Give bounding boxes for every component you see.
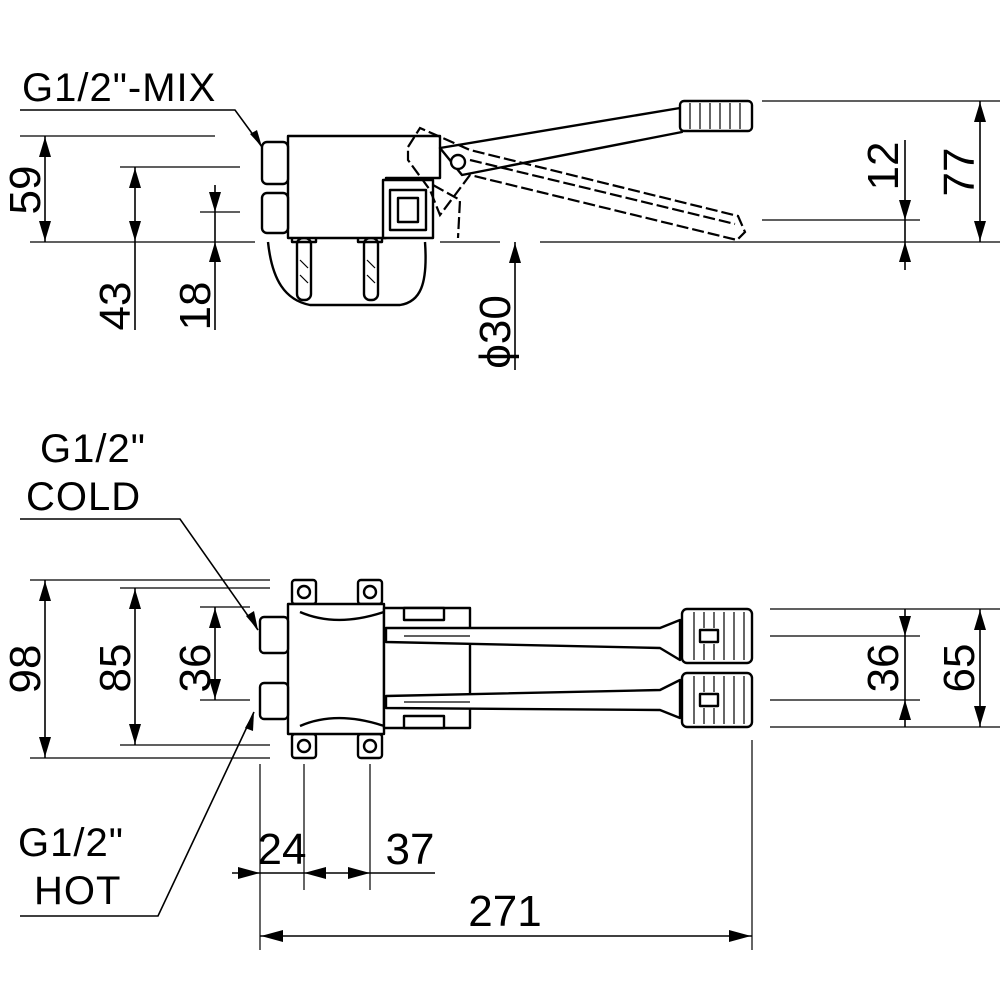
top-view: G1/2" COLD G1/2" HOT bbox=[1, 427, 1000, 950]
side-view: G1/2"-MIX bbox=[1, 66, 1000, 370]
dim-12-text: 12 bbox=[859, 142, 908, 191]
hot-connector bbox=[258, 681, 290, 721]
dim-65-text: 65 bbox=[935, 644, 984, 693]
dim-24: 24 bbox=[232, 825, 340, 879]
dim-77: 77 bbox=[935, 101, 986, 242]
dim-18-text: 18 bbox=[171, 282, 220, 331]
dim-36-right-text: 36 bbox=[859, 644, 908, 693]
mix-leader bbox=[20, 109, 263, 148]
hot-label-line1: G1/2" bbox=[18, 821, 124, 865]
supply-connector bbox=[260, 191, 290, 235]
hot-leader bbox=[20, 711, 255, 917]
dim-18: 18 bbox=[171, 185, 221, 330]
dim-65: 65 bbox=[935, 609, 986, 727]
housing-extension bbox=[382, 606, 472, 730]
dim-37: 37 bbox=[340, 825, 435, 879]
dim-59-text: 59 bbox=[1, 166, 50, 215]
pedal-lever-dashed bbox=[406, 126, 747, 242]
pedal-pad-lower bbox=[680, 671, 754, 729]
anchor-bolt-2 bbox=[356, 228, 384, 302]
hot-label-line2: HOT bbox=[34, 869, 121, 913]
cold-leader-arrow bbox=[246, 611, 258, 630]
hot-leader-arrow bbox=[245, 712, 254, 731]
dim-43: 43 bbox=[91, 167, 141, 330]
mix-label: G1/2"-MIX bbox=[22, 66, 216, 110]
anchor-bolt-1 bbox=[290, 228, 318, 302]
cold-leader bbox=[20, 518, 259, 631]
mounting-screws bbox=[290, 578, 384, 760]
cold-label-line1: G1/2" bbox=[40, 427, 146, 471]
pedal-lever-upper bbox=[384, 618, 682, 662]
dim-37-text: 37 bbox=[386, 825, 435, 874]
pedal-lever-solid bbox=[438, 99, 754, 177]
dim-98-text: 98 bbox=[1, 645, 50, 694]
dim-30-text: ϕ30 bbox=[471, 295, 520, 369]
floor-cutaway bbox=[266, 241, 427, 307]
pedal-pad-side bbox=[678, 99, 754, 133]
dim-30: ϕ30 bbox=[471, 242, 521, 370]
cartridge-block bbox=[381, 178, 462, 240]
valve-body bbox=[286, 134, 442, 240]
pedal-lever-lower bbox=[384, 678, 682, 720]
dim-59: 59 bbox=[1, 136, 51, 242]
dim-271-text: 271 bbox=[468, 887, 541, 936]
dim-43-text: 43 bbox=[91, 282, 140, 331]
dim-98: 98 bbox=[1, 580, 51, 758]
cold-connector bbox=[258, 615, 290, 655]
dim-271: 271 bbox=[260, 887, 752, 942]
dim-77-text: 77 bbox=[935, 148, 984, 197]
pedal-pad-upper bbox=[680, 607, 754, 665]
dim-36-left-text: 36 bbox=[171, 644, 220, 693]
dim-12: 12 bbox=[859, 140, 911, 270]
dim-85: 85 bbox=[91, 588, 141, 745]
mix-connector bbox=[260, 140, 290, 186]
dim-24-text: 24 bbox=[258, 825, 307, 874]
valve-body-top bbox=[286, 602, 386, 736]
dim-85-text: 85 bbox=[91, 644, 140, 693]
cold-label-line2: COLD bbox=[26, 475, 141, 519]
dim-36-right: 36 bbox=[859, 609, 911, 727]
dim-36-left: 36 bbox=[171, 607, 221, 700]
mix-leader-arrow bbox=[250, 130, 262, 147]
